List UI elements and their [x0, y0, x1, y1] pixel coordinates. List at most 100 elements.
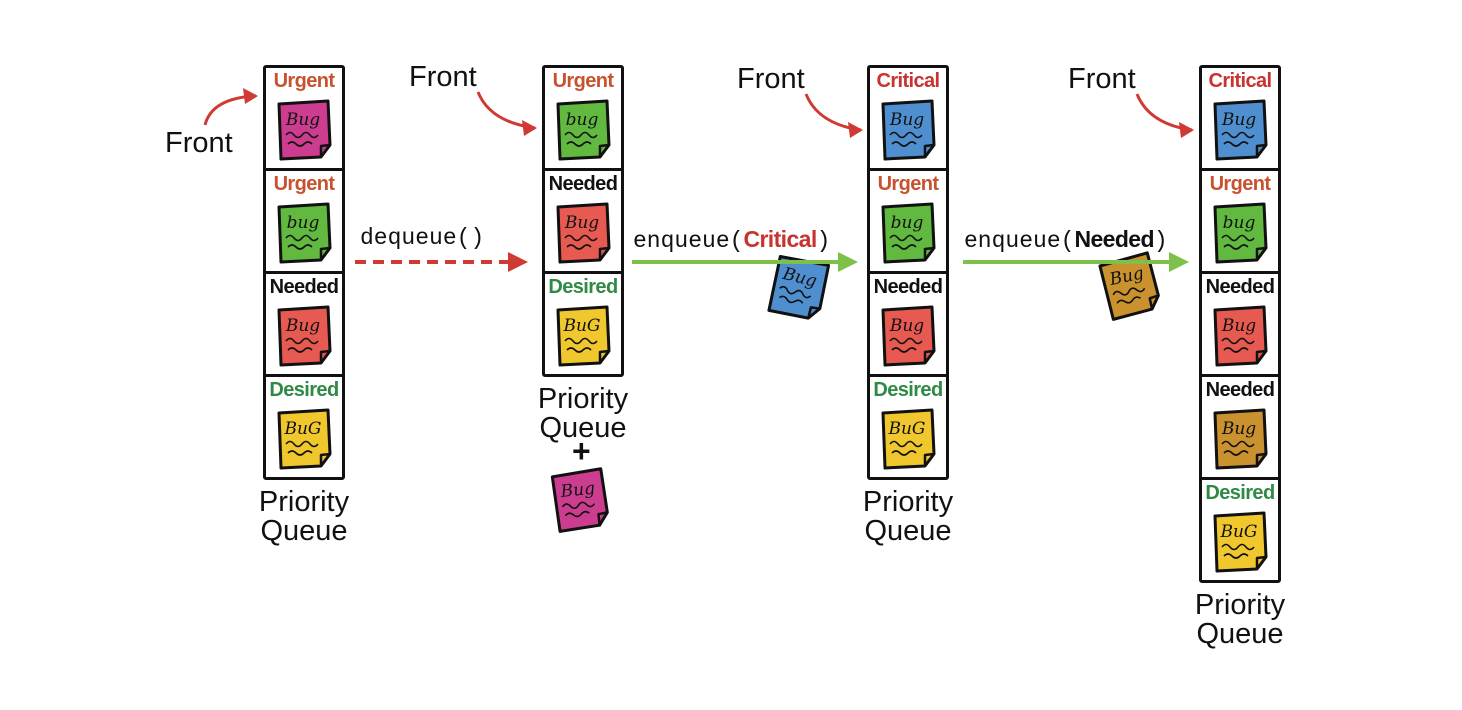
priority-tag: Desired [548, 276, 618, 298]
queue-label-line2: Queue [539, 412, 627, 444]
bug-note: bug [876, 201, 940, 265]
bug-note-icon: bug [277, 202, 332, 264]
bug-note: Bug [272, 98, 336, 162]
priority-tag: Urgent [273, 173, 335, 195]
note-bug-text: BuG [283, 419, 321, 439]
plus-sign: + [572, 433, 591, 469]
queue-label-line2: Queue [864, 515, 952, 547]
bug-note-icon: Bug [556, 202, 611, 264]
bug-note: Bug [551, 201, 615, 265]
bug-note: Bug [272, 304, 336, 368]
priority-tag: Urgent [273, 70, 335, 92]
front-arrow-head [243, 88, 258, 104]
front-arrow-head [522, 120, 537, 136]
note-bug-text: bug [1223, 213, 1256, 233]
operation-arrow-head [1169, 252, 1189, 272]
operation-arrow-head [838, 252, 858, 272]
bug-note-icon: bug [881, 202, 936, 264]
queue-label-line1: Priority [862, 486, 954, 518]
enqueued-bug-note: Bug [1092, 248, 1170, 326]
priority-tag: Needed [1205, 276, 1275, 298]
priority-tag: Critical [1208, 70, 1272, 92]
note-bug-text: Bug [559, 479, 596, 503]
note-bug-text: Bug [889, 110, 924, 130]
front-label: Front [737, 63, 805, 95]
bug-note-icon: Bug [881, 99, 936, 161]
operation-name: enqueue [964, 228, 1061, 254]
bug-note: bug [272, 201, 336, 265]
priority-tag: Urgent [1209, 173, 1271, 195]
note-bug-text: bug [566, 110, 599, 130]
bug-note-icon: Bug [1213, 408, 1268, 470]
queue-label-line2: Queue [260, 515, 348, 547]
priority-tag: Desired [1205, 482, 1275, 504]
operation-name: dequeue [360, 225, 457, 251]
priority-tag: Urgent [552, 70, 614, 92]
operation-argument: Needed [1074, 226, 1154, 252]
priority-tag: Urgent [877, 173, 939, 195]
bug-note: Bug [1208, 98, 1272, 162]
operation-argument: Critical [743, 226, 817, 252]
front-arrow-head [1179, 122, 1194, 138]
note-bug-text: Bug [1221, 419, 1256, 439]
dequeued-bug-note: Bug [545, 465, 618, 538]
note-bug-text: Bug [1221, 316, 1256, 336]
note-bug-text: BuG [562, 316, 600, 336]
bug-note: BuG [551, 304, 615, 368]
priority-tag: Needed [1205, 379, 1275, 401]
bug-note-icon: bug [1213, 202, 1268, 264]
queue-label-line2: Queue [1196, 618, 1284, 650]
priority-tag: Critical [876, 70, 940, 92]
bug-note: Bug [1208, 304, 1272, 368]
note-bug-text: Bug [889, 316, 924, 336]
queue-item: Urgent bug [266, 171, 342, 274]
operation-name: enqueue [633, 228, 730, 254]
bug-note-icon: bug [556, 99, 611, 161]
note-bug-text: Bug [1221, 110, 1256, 130]
bug-note-icon: BuG [1213, 511, 1268, 573]
front-label: Front [409, 61, 477, 93]
priority-tag: Needed [269, 276, 339, 298]
queue-label-line1: Priority [1194, 589, 1286, 621]
bug-note: Bug [1208, 407, 1272, 471]
queue-label-line1: Priority [258, 486, 350, 518]
priority-tag: Needed [873, 276, 943, 298]
priority-tag: Desired [873, 379, 943, 401]
bug-note: BuG [272, 407, 336, 471]
note-bug-text: BuG [1219, 522, 1257, 542]
queue-item: Urgent bug [545, 68, 621, 171]
enqueued-bug-note-icon: Bug [1098, 251, 1160, 321]
bug-note: BuG [876, 407, 940, 471]
queue-item: Urgent bug [1202, 171, 1278, 274]
bug-note-icon: Bug [277, 305, 332, 367]
bug-note: Bug [876, 98, 940, 162]
operation-arrow-head [508, 252, 528, 272]
front-label: Front [165, 127, 233, 159]
priority-tag: Desired [269, 379, 339, 401]
bug-note-icon: BuG [556, 305, 611, 367]
bug-note: bug [1208, 201, 1272, 265]
note-bug-text: Bug [285, 316, 320, 336]
bug-note: BuG [1208, 510, 1272, 574]
